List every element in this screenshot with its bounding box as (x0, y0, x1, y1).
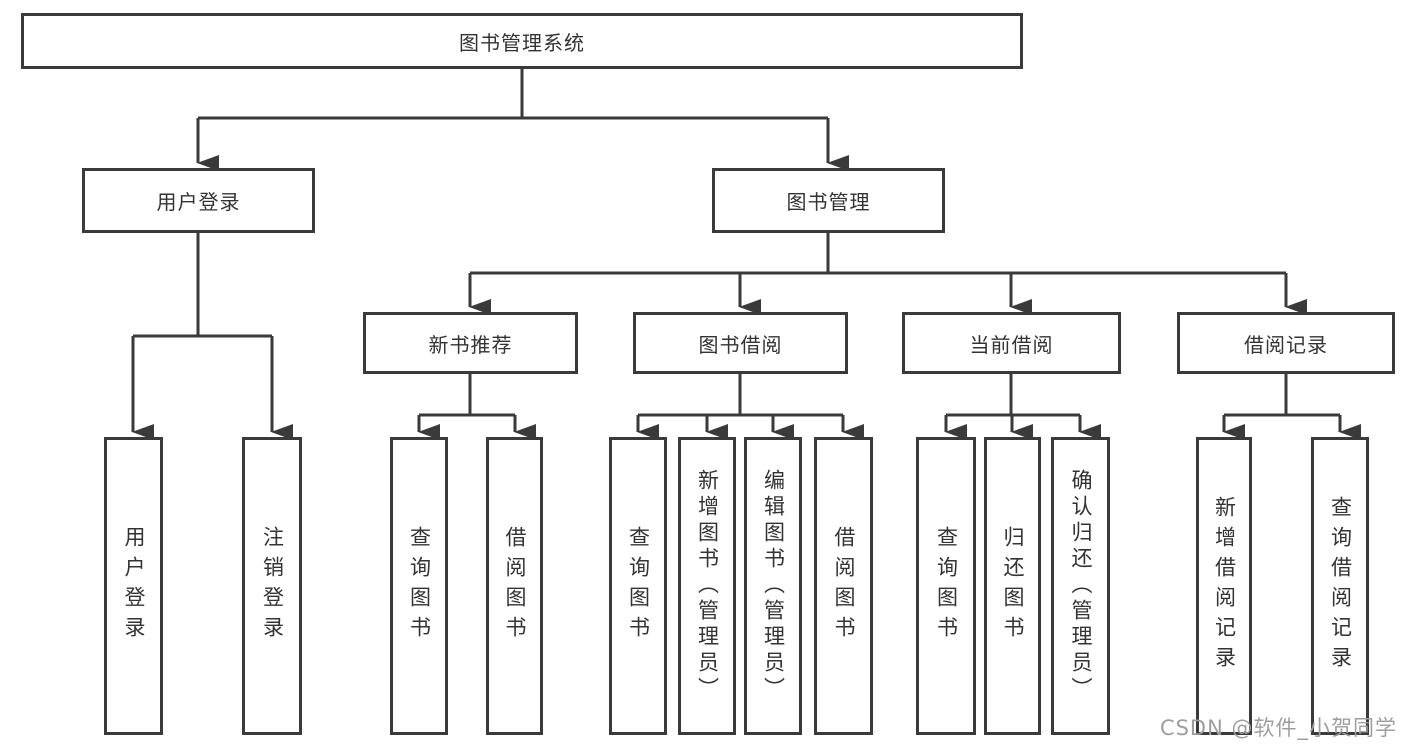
node-book-management: 图书管理 (712, 168, 945, 233)
node-current-borrow: 当前借阅 (902, 312, 1121, 374)
node-leaf-query-book-borrow: 查询图书 (609, 437, 667, 735)
node-leaf-query-book-recommend-label: 查询图书 (407, 526, 432, 646)
node-leaf-edit-book-admin-label: 编辑图书（管理员） (761, 469, 786, 703)
node-leaf-edit-book-admin: 编辑图书（管理员） (744, 437, 802, 735)
node-leaf-add-book-admin-label: 新增图书（管理员） (695, 469, 720, 703)
node-root-library-system: 图书管理系统 (21, 13, 1023, 69)
node-leaf-query-book-current: 查询图书 (916, 437, 976, 735)
node-leaf-add-borrow-record: 新增借阅记录 (1196, 437, 1252, 735)
node-leaf-borrow-book-label: 借阅图书 (832, 526, 856, 646)
node-leaf-logout: 注销登录 (242, 437, 302, 735)
node-leaf-query-book-recommend: 查询图书 (390, 437, 448, 735)
node-leaf-query-borrow-record: 查询借阅记录 (1311, 437, 1369, 735)
node-borrow-records: 借阅记录 (1177, 312, 1395, 374)
node-leaf-borrow-book-recommend-label: 借阅图书 (503, 526, 527, 646)
node-leaf-add-book-admin: 新增图书（管理员） (678, 437, 736, 735)
node-leaf-return-book-label: 归还图书 (1001, 526, 1025, 646)
node-leaf-user-login: 用户登录 (104, 437, 163, 735)
node-leaf-borrow-book-recommend: 借阅图书 (486, 437, 543, 735)
node-leaf-query-book-borrow-label: 查询图书 (626, 526, 651, 646)
node-new-book-recommend: 新书推荐 (363, 312, 578, 374)
node-leaf-query-borrow-record-label: 查询借阅记录 (1328, 496, 1353, 676)
node-leaf-confirm-return-admin: 确认归还（管理员） (1051, 437, 1110, 735)
node-leaf-borrow-book: 借阅图书 (814, 437, 873, 735)
node-leaf-return-book: 归还图书 (984, 437, 1041, 735)
node-leaf-add-borrow-record-label: 新增借阅记录 (1212, 496, 1237, 676)
node-user-login: 用户登录 (82, 168, 315, 233)
csdn-watermark: CSDN @软件_小贺同学 (1159, 716, 1397, 740)
node-book-borrow: 图书借阅 (633, 312, 848, 374)
node-leaf-logout-label: 注销登录 (260, 526, 285, 646)
node-leaf-query-book-current-label: 查询图书 (934, 526, 959, 646)
node-leaf-user-login-label: 用户登录 (122, 526, 146, 646)
node-leaf-confirm-return-admin-label: 确认归还（管理员） (1069, 469, 1093, 703)
